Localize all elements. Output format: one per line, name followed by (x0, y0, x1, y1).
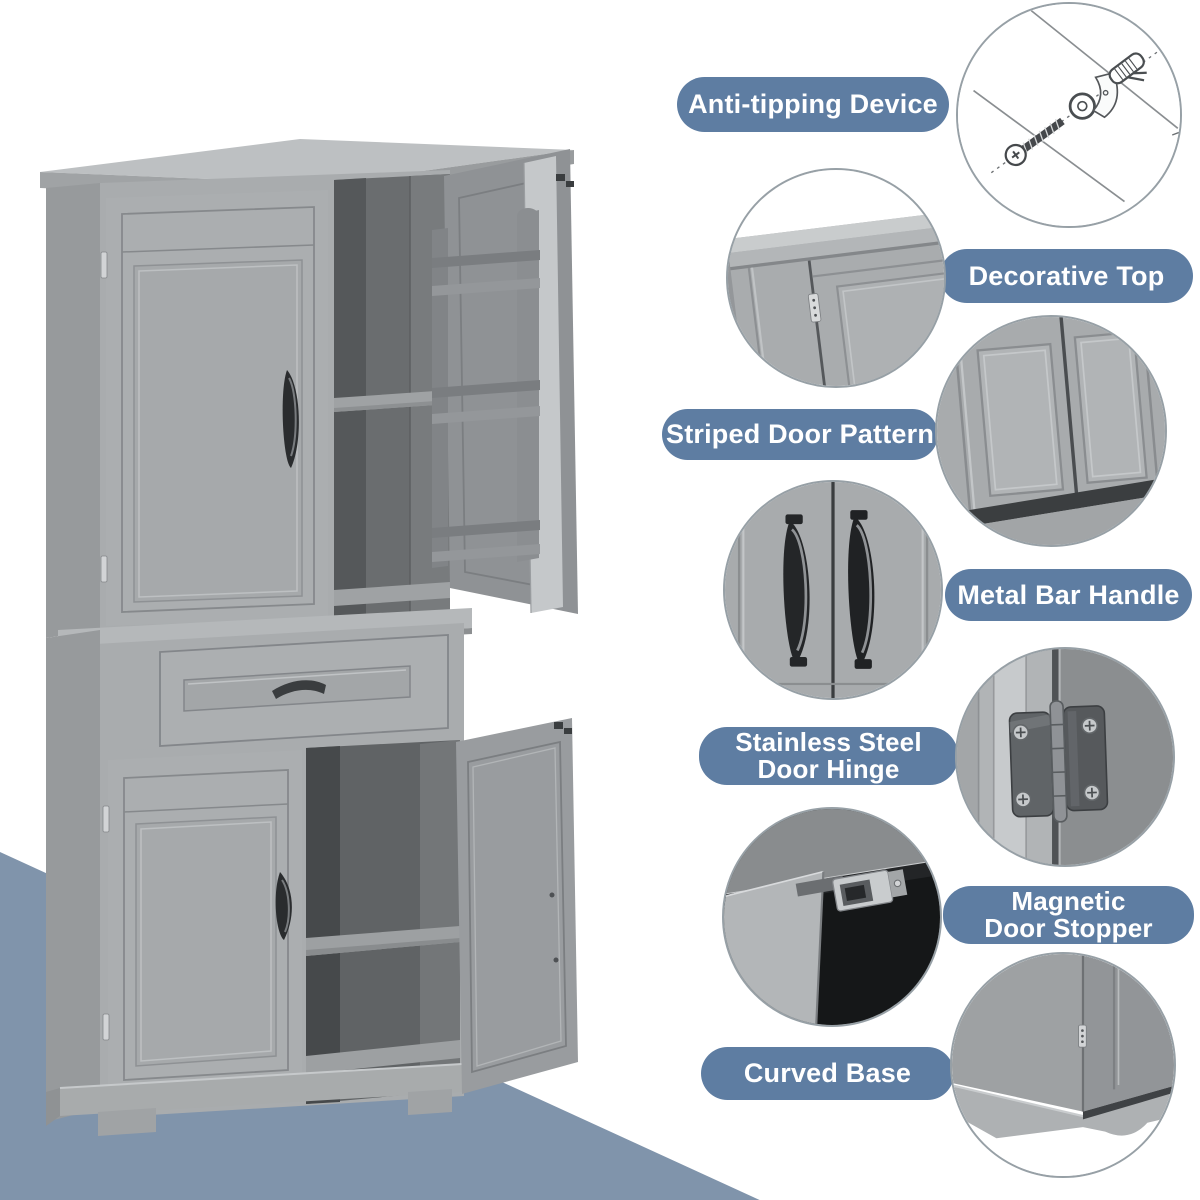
feature-label-text: Magnetic (1011, 886, 1126, 916)
feature-label-text: Striped Door Pattern (665, 419, 935, 449)
upper-open-door (432, 149, 578, 614)
door-rack (432, 208, 540, 568)
feature-label-stainless-steel-door-hinge: Stainless Steel Door Hinge (699, 727, 958, 785)
screw-icon (1004, 117, 1065, 167)
feature-photo-metal-bar-handle (723, 480, 943, 700)
anti-tipping-device-graphic (958, 4, 1180, 226)
feature-label-text: Door Stopper (984, 913, 1153, 943)
feature-photo-decorative-top (726, 168, 946, 388)
drawer-handle (272, 680, 326, 699)
washer-icon (1068, 92, 1096, 120)
cabinet-illustration (40, 139, 578, 1136)
decorative-top-graphic (728, 170, 944, 386)
curved-base-graphic (952, 954, 1174, 1176)
feature-photo-curved-base (950, 952, 1176, 1178)
drawer (159, 634, 449, 747)
feature-label-anti-tipping-device: Anti-tipping Device (677, 77, 949, 132)
screw-icon (1012, 717, 1101, 808)
lower-left-door (102, 750, 302, 1106)
lower-interior-shelves (306, 740, 460, 1104)
magnetic-door-stopper-graphic (724, 809, 940, 1025)
striped-door-pattern-graphic (937, 317, 1165, 545)
upper-side-panel (46, 183, 100, 638)
wall-anchor-icon (1108, 52, 1147, 85)
magnetic-catch-icon (795, 869, 908, 912)
curved-base-plinth (46, 1063, 463, 1136)
feature-label-text: Door Hinge (757, 754, 900, 784)
feature-label-decorative-top: Decorative Top (940, 249, 1193, 303)
feature-label-text: Decorative Top (968, 260, 1165, 291)
feature-label-striped-door-pattern: Striped Door Pattern (662, 409, 938, 460)
metal-bar-handle-graphic (725, 482, 941, 698)
feature-label-text: Curved Base (743, 1058, 912, 1088)
feature-label-curved-base: Curved Base (701, 1047, 954, 1100)
hinge-icon (1008, 700, 1109, 823)
feature-label-text: Anti-tipping Device (688, 89, 938, 119)
feature-label-text: Stainless Steel (735, 727, 922, 757)
feature-label-text: Metal Bar Handle (957, 579, 1180, 610)
lower-open-door (456, 718, 578, 1094)
lower-side-panel (46, 630, 100, 1122)
handle-icon (848, 510, 875, 669)
upper-left-door (100, 190, 328, 626)
feature-label-metal-bar-handle: Metal Bar Handle (945, 569, 1192, 621)
feature-photo-magnetic-door-stopper (722, 807, 942, 1027)
feature-photo-anti-tipping-device (956, 2, 1182, 228)
door-hinge-graphic (957, 649, 1173, 865)
feature-photo-striped-door-pattern (935, 315, 1167, 547)
feature-label-magnetic-door-stopper: Magnetic Door Stopper (943, 886, 1194, 944)
feature-photo-stainless-steel-door-hinge (955, 647, 1175, 867)
handle-icon (783, 514, 810, 667)
